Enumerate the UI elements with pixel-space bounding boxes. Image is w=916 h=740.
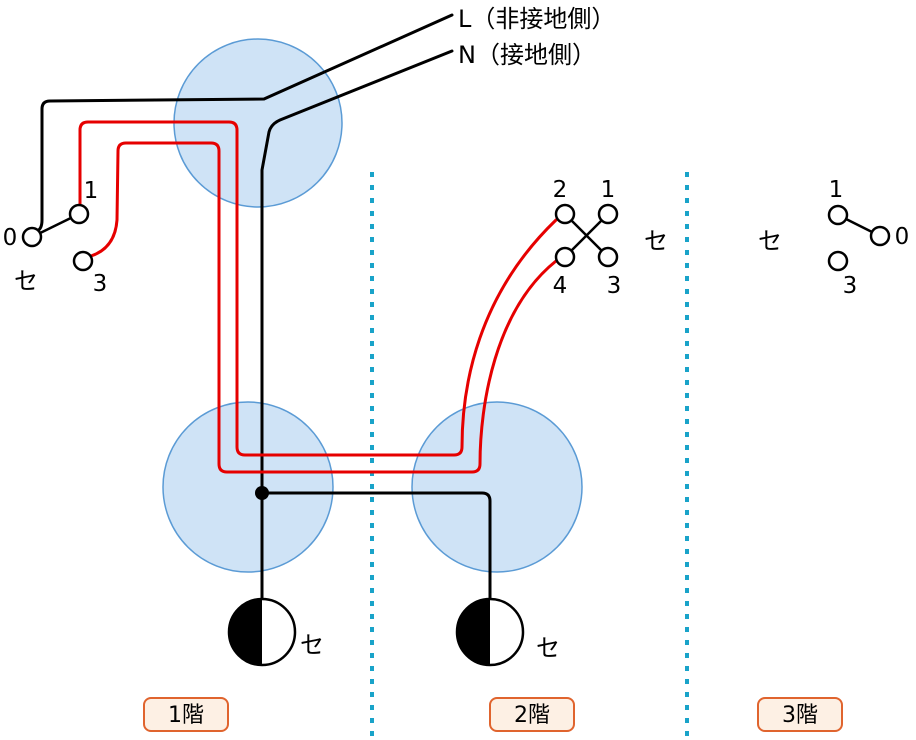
lamp1-half-fill — [229, 599, 262, 665]
switch3-terminal-3-label: 3 — [843, 273, 858, 299]
floor2-label-box — [489, 697, 575, 732]
switch1-terminal-0-label: 0 — [3, 225, 18, 251]
lamp2-mark: セ — [536, 634, 560, 662]
lamp1-mark: セ — [300, 631, 324, 659]
switch3-terminal-0-label: 0 — [895, 224, 910, 250]
switch2-terminal-4 — [554, 246, 576, 268]
switch2-mark: セ — [644, 227, 668, 255]
switch3-terminal-1 — [827, 204, 849, 226]
switch2-terminal-3 — [597, 246, 619, 268]
switch2-terminal-2 — [554, 203, 576, 225]
switch1-terminal-1-label: 1 — [84, 178, 99, 204]
switch3-terminal-0 — [869, 225, 891, 247]
traveler-wire-a — [78, 120, 558, 457]
switch3-terminal-3 — [827, 250, 849, 272]
switch2-terminal-1-label: 1 — [601, 177, 616, 203]
right-junction-box — [411, 401, 583, 573]
neutral-wire — [260, 49, 454, 495]
switch2-terminal-2-label: 2 — [553, 177, 568, 203]
floor1-label: 1階 — [168, 703, 204, 728]
traveler-wire-b — [89, 141, 558, 474]
lamp2-feed-wire — [260, 491, 492, 602]
floor3-label: 3階 — [782, 703, 818, 728]
switch1-terminal-3 — [72, 250, 94, 272]
junction-dot — [255, 486, 269, 500]
switch1-terminal-0 — [21, 226, 43, 248]
switch1-terminal-1 — [68, 203, 90, 225]
switch1-terminal-3-label: 3 — [93, 271, 108, 297]
live-label: L（非接地側） — [458, 5, 615, 33]
floor1-label-box — [143, 697, 229, 732]
switch3-mark: セ — [758, 227, 782, 255]
switch2-terminal-3-label: 3 — [607, 273, 622, 299]
neutral-label: N（接地側） — [458, 41, 596, 69]
switch2-terminal-1 — [597, 203, 619, 225]
floor3-label-box — [757, 697, 843, 732]
switch3-terminal-1-label: 1 — [829, 177, 844, 203]
live-wire — [35, 13, 454, 233]
lamp2-half-fill — [457, 599, 490, 665]
left-junction-box — [162, 401, 334, 573]
switch1-mark: セ — [14, 267, 38, 295]
switch2-terminal-4-label: 4 — [553, 273, 568, 299]
floor2-label: 2階 — [514, 703, 550, 728]
